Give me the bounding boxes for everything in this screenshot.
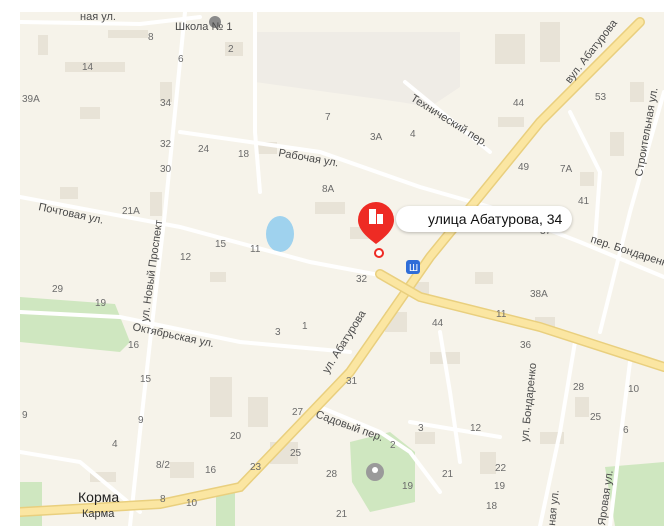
- park-area: [605, 462, 664, 526]
- svg-text:25: 25: [290, 448, 302, 459]
- svg-text:7: 7: [325, 112, 331, 123]
- school-icon[interactable]: [209, 16, 221, 28]
- svg-text:9: 9: [138, 415, 144, 426]
- svg-text:10: 10: [628, 384, 640, 395]
- building-icon: [369, 209, 376, 224]
- street-label: ная ул.: [80, 12, 116, 23]
- street-label: Октябрьская ул.: [131, 321, 215, 350]
- svg-text:12: 12: [180, 252, 192, 263]
- park-area: [20, 297, 130, 352]
- svg-text:3А: 3А: [370, 132, 383, 143]
- house-numbers: 8 2 6 14 39А 34 7 3А 4 44 53 32 24 18 49…: [22, 32, 640, 520]
- svg-text:6: 6: [623, 425, 629, 436]
- street-label: ная ул.: [546, 489, 562, 526]
- svg-text:18: 18: [238, 149, 250, 160]
- svg-text:39А: 39А: [22, 94, 40, 105]
- svg-text:22: 22: [495, 463, 507, 474]
- svg-text:31: 31: [346, 376, 358, 387]
- svg-text:12: 12: [470, 423, 482, 434]
- svg-text:19: 19: [95, 298, 107, 309]
- svg-text:28: 28: [326, 469, 338, 480]
- svg-text:15: 15: [140, 374, 152, 385]
- svg-text:53: 53: [595, 92, 607, 103]
- svg-text:18: 18: [486, 501, 498, 512]
- svg-text:23: 23: [250, 462, 262, 473]
- svg-text:21: 21: [336, 509, 348, 520]
- pin-label[interactable]: улица Абатурова, 34: [396, 206, 573, 232]
- svg-text:1: 1: [302, 321, 308, 332]
- svg-text:16: 16: [205, 465, 217, 476]
- pond: [266, 216, 294, 252]
- place-label: Корма: [78, 489, 119, 505]
- minor-roads: [20, 12, 664, 526]
- svg-text:44: 44: [513, 98, 525, 109]
- svg-text:8: 8: [148, 32, 154, 43]
- svg-text:4: 4: [112, 439, 118, 450]
- svg-text:19: 19: [402, 481, 414, 492]
- svg-text:21А: 21А: [122, 206, 140, 217]
- svg-text:32: 32: [356, 274, 368, 285]
- svg-text:49: 49: [518, 162, 530, 173]
- svg-text:Ш: Ш: [409, 263, 418, 274]
- map-view[interactable]: Ш ная ул. Технический пер. Рабочая ул. П…: [20, 12, 664, 526]
- svg-text:15: 15: [215, 239, 227, 250]
- street-label: ул. Абатурова: [320, 308, 369, 376]
- svg-text:20: 20: [230, 431, 242, 442]
- svg-text:25: 25: [590, 412, 602, 423]
- svg-text:21: 21: [442, 469, 454, 480]
- major-roads: [20, 17, 664, 517]
- svg-text:2: 2: [228, 44, 234, 55]
- svg-text:30: 30: [160, 164, 172, 175]
- park-area: [216, 490, 235, 526]
- svg-text:3: 3: [275, 327, 281, 338]
- svg-text:9: 9: [22, 410, 28, 421]
- svg-text:8/2: 8/2: [156, 460, 170, 471]
- svg-text:36: 36: [520, 340, 532, 351]
- street-label: Технический пер.: [408, 92, 489, 149]
- svg-text:2: 2: [390, 440, 396, 451]
- svg-text:11: 11: [496, 309, 507, 320]
- svg-text:8: 8: [160, 494, 166, 505]
- school-label: Школа № 1: [175, 21, 232, 33]
- svg-text:34: 34: [160, 98, 172, 109]
- svg-text:28: 28: [573, 382, 585, 393]
- svg-text:6: 6: [178, 54, 184, 65]
- map-canvas[interactable]: Ш ная ул. Технический пер. Рабочая ул. П…: [20, 12, 664, 526]
- pin-dot: [374, 248, 384, 258]
- bus-stop-icon[interactable]: [406, 260, 420, 274]
- svg-text:27: 27: [292, 407, 304, 418]
- street-label: Садовый пер.: [314, 409, 385, 445]
- svg-text:29: 29: [52, 284, 64, 295]
- park-area: [20, 482, 42, 526]
- school-area: [255, 32, 460, 107]
- location-pin[interactable]: [358, 202, 394, 258]
- svg-text:19: 19: [494, 481, 506, 492]
- svg-text:10: 10: [186, 498, 198, 509]
- buildings: [38, 22, 644, 482]
- svg-text:14: 14: [82, 62, 94, 73]
- svg-text:11: 11: [250, 244, 261, 255]
- street-label: ул. Бондаренко: [519, 362, 539, 442]
- svg-text:24: 24: [198, 144, 210, 155]
- svg-text:38А: 38А: [530, 289, 548, 300]
- svg-text:32: 32: [160, 139, 172, 150]
- svg-text:8А: 8А: [322, 184, 335, 195]
- svg-text:16: 16: [128, 340, 140, 351]
- svg-text:3: 3: [418, 423, 424, 434]
- svg-text:41: 41: [578, 196, 590, 207]
- street-label: ул. Новый Проспект: [139, 219, 165, 322]
- svg-text:4: 4: [410, 129, 416, 140]
- place-label: Карма: [82, 508, 115, 520]
- svg-text:7А: 7А: [560, 164, 573, 175]
- svg-text:44: 44: [432, 318, 444, 329]
